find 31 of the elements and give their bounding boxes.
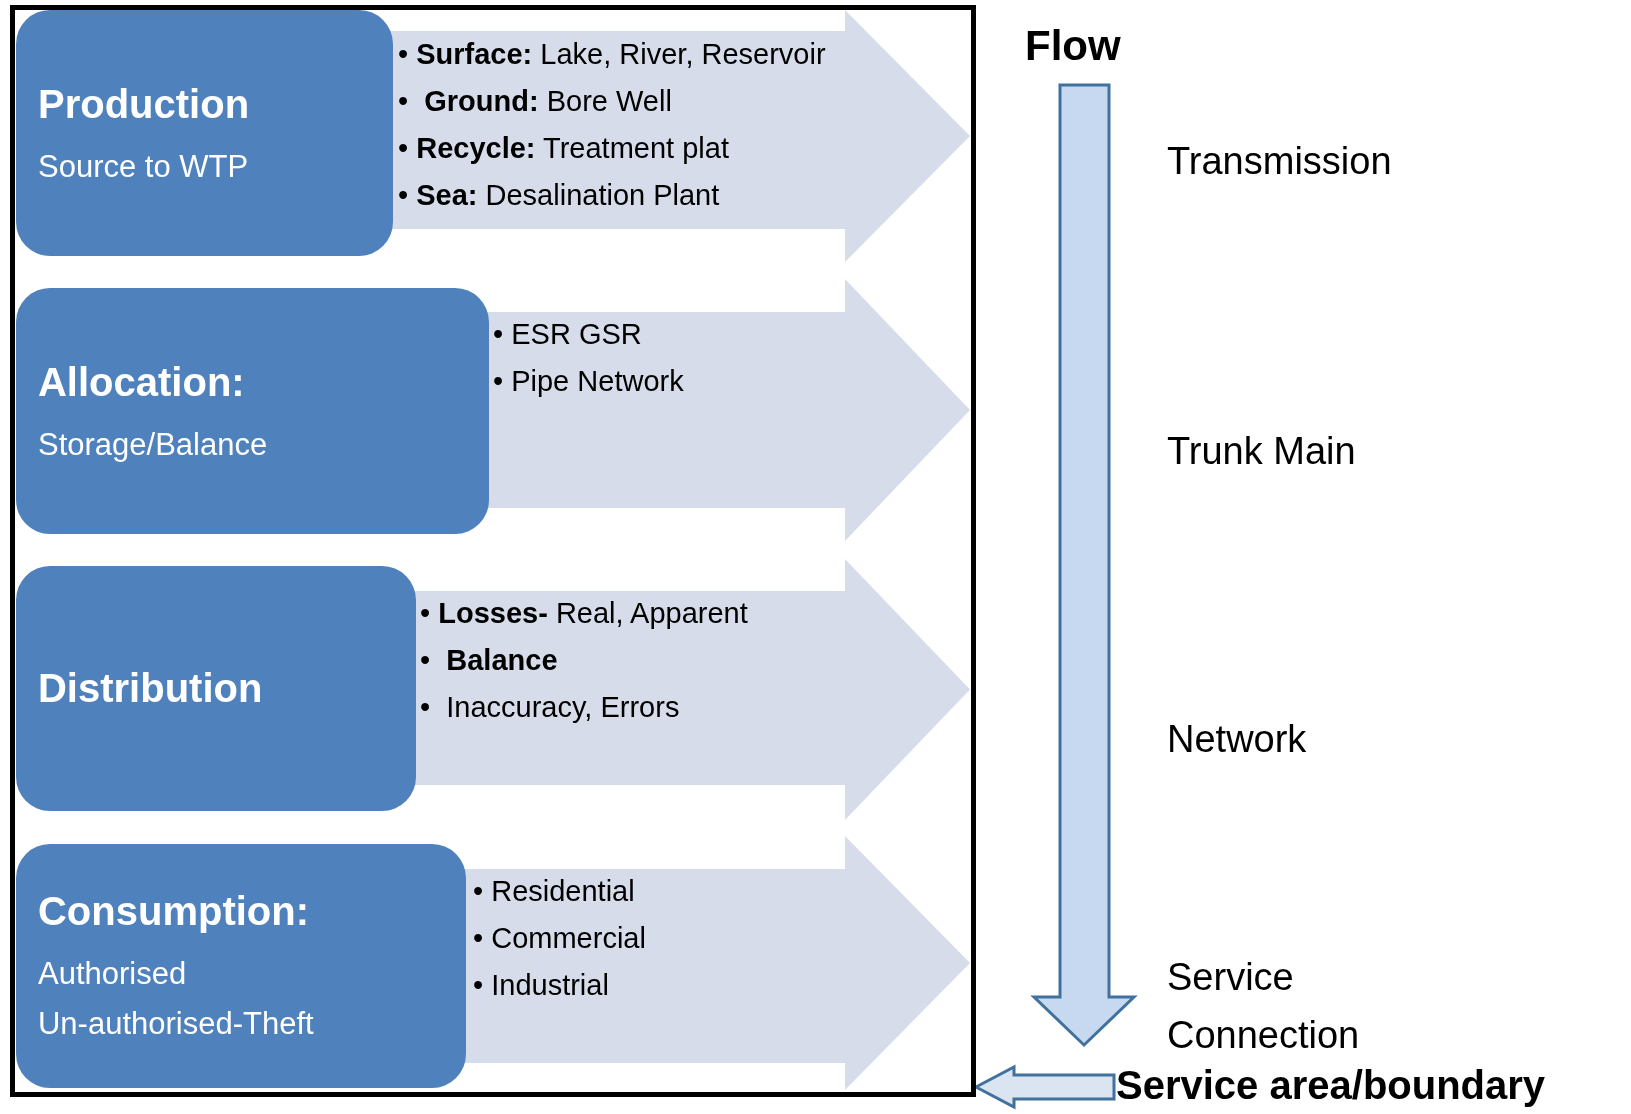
flow-label: Flow [1025,22,1121,70]
frame-border [10,5,976,1097]
bullet-item: • Balance [420,644,559,677]
bullet-item: • Pipe Network [493,365,684,398]
bullet-item: • Ground: Bore Well [398,85,673,118]
bullet-item: • ESR GSR [493,318,643,351]
bullet-item: • Industrial [473,969,610,1002]
stage-box [16,288,489,534]
bullet-item: • Commercial [473,922,646,955]
stage-heading: Distribution [38,666,264,711]
stage-label: Trunk Main [1167,430,1356,473]
stage-box [16,844,466,1088]
bullet-item: • Recycle: Treatment plat [398,132,730,165]
stage-label: Transmission [1167,140,1392,183]
stage-description: Source to WTP [38,148,250,185]
stage-box [16,566,416,811]
stage-heading: Allocation: [38,359,246,405]
stage-description: Authorised [38,956,188,993]
stage-description: Storage/Balance [38,426,269,463]
stage-description: Un-authorised-Theft [38,1006,315,1043]
stage-heading: Consumption: [38,889,311,935]
stage-label: Network [1167,718,1307,761]
stage-label: Service Connection [1167,955,1361,1058]
bullet-item: • Surface: Lake, River, Reservoir [398,38,826,71]
bullet-item: • Sea: Desalination Plant [398,179,721,212]
stage-box [16,10,393,256]
boundary-label: Service area/boundary [1116,1063,1546,1108]
bullet-item: • Residential [473,875,636,908]
bullet-item: • Losses- Real, Apparent [420,597,748,630]
bullet-item: • Inaccuracy, Errors [420,691,681,724]
stage-heading: Production [38,81,251,127]
